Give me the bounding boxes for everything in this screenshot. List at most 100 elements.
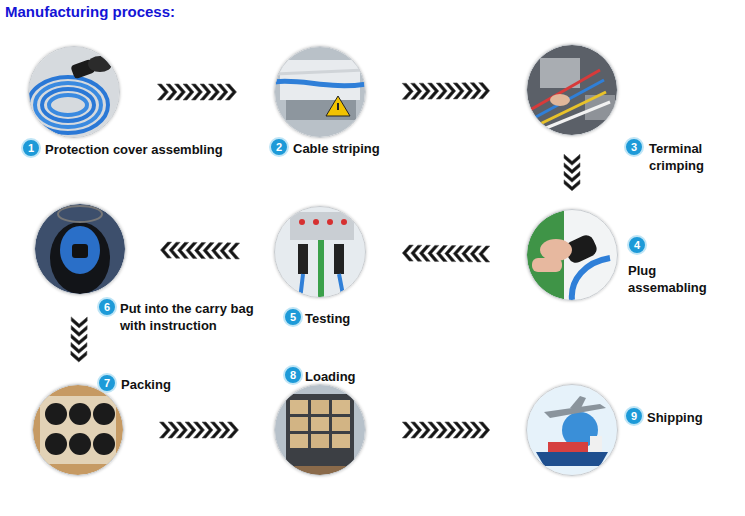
chevron — [564, 171, 580, 182]
plug-assembly-photo-part — [572, 258, 610, 300]
step-label-box: Put into the carry bag with instruction — [120, 300, 275, 334]
crimping-photo-part — [546, 102, 610, 128]
step-badge: 4 — [627, 235, 647, 255]
step-label: Plug assemabling — [628, 263, 707, 295]
packing-photo-part — [32, 384, 124, 476]
shipping-photo — [526, 384, 618, 476]
chevron — [185, 422, 196, 438]
chevron — [168, 422, 179, 438]
loading-photo-part — [332, 400, 350, 414]
step-number: 1 — [23, 140, 39, 156]
chevron-arrow — [366, 245, 526, 262]
step-label: Cable striping — [293, 141, 380, 156]
process-step: 4Plug assemabling — [526, 209, 618, 301]
chevron — [470, 422, 481, 438]
chevron — [453, 422, 464, 438]
step-badge: 1 — [21, 138, 41, 158]
chevron — [175, 84, 186, 100]
chevron — [564, 154, 580, 165]
chevron — [411, 245, 422, 261]
chevron — [192, 84, 203, 100]
step-number: 5 — [285, 309, 301, 325]
process-step: 1Protection cover assembling — [28, 46, 120, 138]
plug-assembly-photo-part — [526, 209, 618, 301]
carry-bag-photo — [34, 203, 126, 295]
chevron — [564, 163, 580, 174]
chevron-arrow — [120, 84, 274, 100]
chevron — [436, 246, 447, 262]
process-step: 8Loading — [274, 384, 366, 476]
step-number: 8 — [285, 367, 301, 383]
step-number: 6 — [99, 299, 115, 315]
chevron — [158, 84, 169, 100]
crimping-photo-part — [530, 70, 600, 110]
chevron-arrow — [564, 136, 580, 209]
shipping-photo-part — [526, 384, 618, 476]
shipping-photo-part — [570, 396, 586, 410]
plug-assembly-photo-part — [532, 258, 562, 272]
chevron — [402, 83, 413, 99]
chevron — [217, 84, 228, 100]
packing-photo-part — [45, 403, 67, 425]
cable-coil-photo-part — [49, 95, 87, 115]
chevron — [219, 422, 230, 438]
step-number: 3 — [626, 139, 642, 155]
chevron — [462, 83, 473, 99]
testing-photo-part — [341, 219, 347, 225]
step-label: Protection cover assembling — [45, 142, 223, 157]
loading-photo-part — [311, 434, 329, 448]
chevron — [203, 243, 214, 259]
chevron — [220, 243, 231, 259]
testing-photo — [274, 206, 366, 300]
stripping-machine-photo-part — [337, 103, 339, 110]
process-step: 3Terminal crimping — [526, 44, 618, 136]
chevron — [453, 83, 464, 99]
step-number: 4 — [629, 237, 645, 253]
process-step: 2Cable striping — [274, 46, 366, 138]
chevron — [226, 84, 237, 100]
chevron — [470, 246, 481, 262]
shipping-photo-part — [536, 452, 608, 466]
chevron — [402, 422, 413, 438]
loading-photo-part — [290, 417, 308, 431]
loading-photo — [274, 384, 366, 476]
chevron — [479, 83, 490, 99]
chevron — [564, 180, 580, 191]
step-badge: 6 — [97, 297, 117, 317]
shipping-photo-part — [548, 442, 588, 452]
chevron — [71, 317, 87, 328]
step-badge: 9 — [624, 406, 644, 426]
chevron — [160, 422, 171, 438]
chevron-arrow — [366, 422, 526, 438]
carry-bag-photo-part — [60, 226, 100, 274]
process-step: 7Packing — [32, 384, 124, 476]
loading-photo-part — [311, 417, 329, 431]
chevron — [161, 242, 172, 258]
step-label: Packing — [121, 377, 171, 392]
chevron — [436, 83, 447, 99]
step-badge: 2 — [269, 137, 289, 157]
cable-coil-photo-part — [28, 77, 108, 133]
packing-photo-part — [93, 433, 115, 455]
step-label-box: Plug assemabling — [628, 262, 723, 296]
connector-track — [126, 250, 274, 252]
cable-coil-photo-part — [35, 83, 101, 127]
chevron — [428, 422, 439, 438]
loading-photo-part — [332, 417, 350, 431]
chevron — [183, 84, 194, 100]
loading-photo-part — [311, 400, 329, 414]
stripping-machine-photo-part — [274, 46, 366, 138]
carry-bag-photo-part — [72, 244, 88, 258]
step-label-box: Cable striping — [293, 140, 380, 157]
step-badge: 7 — [97, 373, 117, 393]
chevron — [71, 334, 87, 345]
chevron — [202, 422, 213, 438]
chevron — [436, 422, 447, 438]
packing-photo-part — [45, 433, 67, 455]
chevron — [71, 325, 87, 336]
chevron — [419, 245, 430, 261]
connector-track — [78, 295, 81, 384]
testing-photo-part — [313, 219, 319, 225]
